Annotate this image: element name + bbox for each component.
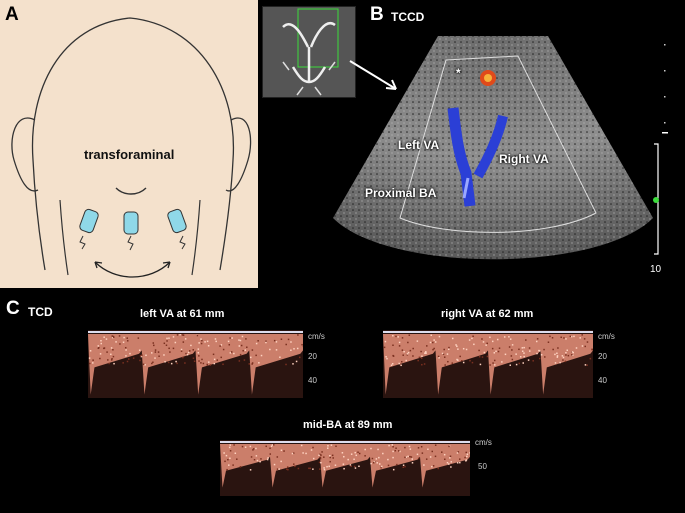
proximal-ba-label: Proximal BA bbox=[365, 186, 436, 200]
panel-c-subtitle: TCD bbox=[28, 305, 53, 319]
right-va-unit: cm/s bbox=[598, 332, 615, 341]
left-va-tick-20: 20 bbox=[308, 352, 317, 361]
right-va-waveform-title: right VA at 62 mm bbox=[441, 308, 533, 320]
mid-ba-unit: cm/s bbox=[475, 438, 492, 447]
ultrasound-sector bbox=[328, 28, 658, 283]
transforaminal-label: transforaminal bbox=[84, 147, 174, 162]
right-va-tick-20: 20 bbox=[598, 352, 607, 361]
depth-scale bbox=[646, 40, 676, 260]
mid-ba-tick-50: 50 bbox=[478, 462, 487, 471]
probe-left-icon bbox=[74, 208, 104, 250]
probe-right-icon bbox=[162, 208, 192, 250]
right-va-tick-40: 40 bbox=[598, 376, 607, 385]
asterisk-label: * bbox=[456, 66, 461, 80]
left-va-tick-40: 40 bbox=[308, 376, 317, 385]
panel-b-subtitle: TCCD bbox=[391, 10, 424, 24]
panel-a-letter: A bbox=[5, 4, 19, 26]
panel-c-letter: C bbox=[6, 298, 20, 320]
panel-a-illustration: A transforaminal bbox=[0, 0, 258, 288]
mid-ba-spectrum bbox=[220, 440, 470, 496]
right-va-spectrum bbox=[383, 330, 593, 398]
left-va-unit: cm/s bbox=[308, 332, 325, 341]
mid-ba-waveform-title: mid-BA at 89 mm bbox=[303, 419, 392, 431]
left-va-label: Left VA bbox=[398, 138, 439, 152]
panel-b-tccd: B TCCD * Left VA Right VA Proximal BA 10 bbox=[258, 0, 685, 290]
panel-b-letter: B bbox=[370, 4, 384, 26]
depth-scale-label: 10 bbox=[650, 264, 661, 275]
left-va-waveform-title: left VA at 61 mm bbox=[140, 308, 224, 320]
right-va-label: Right VA bbox=[499, 152, 549, 166]
probe-center-icon bbox=[118, 210, 144, 252]
left-va-spectrum bbox=[88, 330, 303, 398]
